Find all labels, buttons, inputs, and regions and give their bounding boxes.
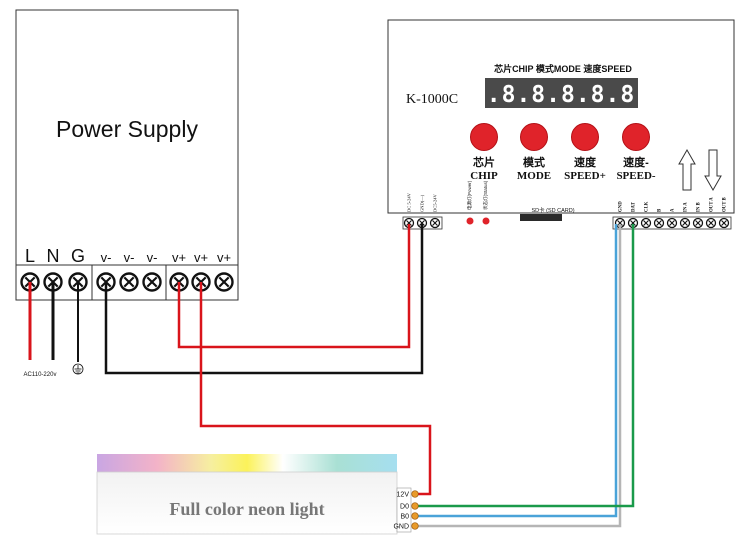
wire-dc-positive-neon — [199, 282, 432, 496]
neon-pin-label: B0 — [400, 514, 409, 521]
terminal-screw-icon — [403, 217, 415, 229]
wire-dc-negative — [104, 224, 424, 375]
button-label-cn: 速度- — [623, 155, 649, 169]
signal-terminal-label: CLK — [645, 201, 650, 212]
controller-signal-terminal-labels: GND DAT CLK B A IN A IN B OUT A OUT B — [619, 196, 728, 212]
neon-pin-label: GND — [393, 524, 409, 531]
terminal-screw-icon — [666, 217, 678, 229]
terminal-screw-icon — [119, 272, 139, 292]
signal-terminal-label: IN A — [684, 202, 689, 212]
power-terminal-label: DC 5-24V — [407, 192, 412, 212]
wire-d0 — [418, 224, 635, 508]
arrow-up-icon — [678, 148, 696, 191]
controller-button-mode[interactable]: 模式MODE — [517, 123, 551, 183]
controller-button-speed[interactable]: 速度SPEED+ — [564, 123, 606, 183]
controller-model: K-1000C — [406, 92, 458, 107]
power-supply-terminals — [20, 272, 234, 292]
signal-terminal-label: A — [671, 208, 676, 212]
sd-card-label: SD卡 (SD CARD) — [531, 206, 574, 214]
terminal-screw-icon — [705, 217, 717, 229]
ps-terminal-label: v- — [147, 250, 158, 265]
terminal-screw-icon — [640, 217, 652, 229]
neon-light-glow — [97, 454, 397, 472]
signal-terminal-label: IN B — [697, 201, 702, 212]
wires — [28, 224, 635, 528]
signal-terminal-label: GND — [619, 201, 624, 212]
led-label: 状态灯(Status) — [482, 180, 489, 210]
power-terminal-label: DC5-24V — [433, 194, 438, 212]
display-digits: 8.8.8.8.8.8. — [472, 82, 650, 108]
seven-segment-display — [485, 78, 638, 108]
led-indicator — [482, 217, 490, 225]
ground-icon — [72, 363, 84, 375]
signal-terminal-label: OUT A — [710, 197, 715, 212]
neon-pin-pad — [411, 490, 419, 498]
ps-terminal-label: N — [47, 246, 60, 266]
controller-leds: 电源灯(Power) 状态灯(Status) — [466, 180, 490, 225]
signal-terminal-label: B — [658, 208, 663, 212]
neon-pin-pad — [411, 512, 419, 520]
wire-dc-positive-controller — [177, 224, 411, 349]
neon-pin-pad — [411, 522, 419, 530]
neon-pin-label: D0 — [400, 504, 409, 511]
power-supply-body — [15, 9, 239, 301]
button-label-en: SPEED- — [616, 170, 655, 182]
wire-gnd-signal — [418, 224, 622, 528]
ps-terminal-label: v+ — [172, 250, 186, 265]
controller-button-speed[interactable]: 速度-SPEED- — [616, 123, 656, 183]
controller-signal-terminals — [612, 216, 732, 230]
neon-light-label: Full color neon light — [169, 499, 324, 519]
terminal-screw-icon — [142, 272, 162, 292]
terminal-screw-icon — [718, 217, 730, 229]
button-label-cn: 芯片 — [473, 155, 495, 169]
terminal-screw-icon — [214, 272, 234, 292]
controller-power-terminals — [402, 216, 443, 230]
power-terminal-label: GND(—) — [420, 194, 425, 212]
ps-terminal-label: v- — [124, 250, 135, 265]
controller-header: 芯片CHIP 模式MODE 速度SPEED — [494, 63, 632, 74]
terminal-screw-icon — [692, 217, 704, 229]
signal-terminal-label: DAT — [632, 201, 637, 212]
button-label-en: CHIP — [470, 170, 498, 182]
ac-input-label: AC110-220v — [24, 372, 57, 378]
ps-terminal-label: v- — [101, 250, 112, 265]
button-label-cn: 速度 — [574, 155, 597, 169]
led-indicator — [466, 217, 474, 225]
sd-card-slot[interactable] — [520, 214, 562, 221]
controller: 芯片CHIP 模式MODE 速度SPEED K-1000C 8.8.8.8.8.… — [387, 19, 735, 230]
terminal-screw-icon — [679, 217, 691, 229]
button-label-en: SPEED+ — [564, 170, 606, 182]
ps-terminal-label: G — [71, 246, 85, 266]
terminal-screw-icon — [653, 217, 665, 229]
ps-terminal-label: v+ — [217, 250, 231, 265]
ps-terminal-label: v+ — [194, 250, 208, 265]
led-label: 电源灯(Power) — [466, 180, 473, 210]
power-supply-title: Power Supply — [56, 116, 198, 142]
controller-button-chip[interactable]: 芯片CHIP — [470, 123, 498, 183]
terminal-screw-icon — [429, 217, 441, 229]
ps-terminal-label: L — [25, 246, 35, 266]
wire-b0 — [418, 224, 618, 518]
neon-pin-label: 12V — [397, 492, 410, 499]
neon-pin-pad — [411, 502, 419, 510]
signal-terminal-label: OUT B — [723, 196, 728, 212]
controller-power-terminal-labels: DC 5-24V GND(—) DC5-24V — [407, 192, 438, 212]
arrow-down-icon — [704, 149, 722, 192]
button-label-en: MODE — [517, 170, 551, 182]
controller-body — [387, 19, 735, 214]
button-label-cn: 模式 — [523, 155, 545, 169]
